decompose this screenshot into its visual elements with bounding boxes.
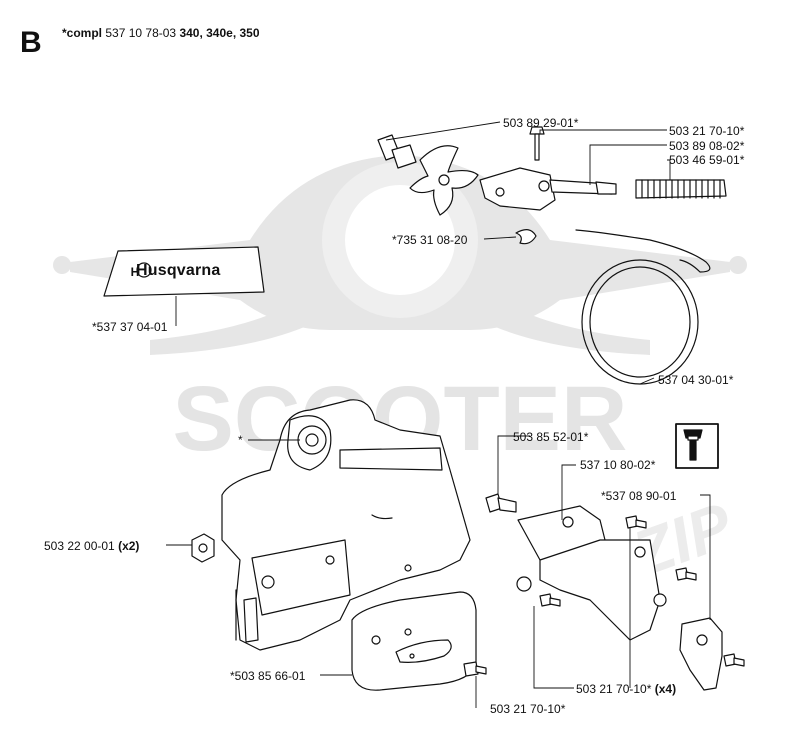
callout-503-22-00-01-number: 503 22 00-01 xyxy=(44,539,115,553)
callout-503-22-00-01-qty: (x2) xyxy=(118,539,140,553)
chain-catcher-537-08-90-01 xyxy=(679,617,723,691)
callout-537-04-30-01: 537 04 30-01* xyxy=(658,373,734,387)
callout-503-89-08-02: 503 89 08-02* xyxy=(669,139,745,153)
leader-lines xyxy=(166,121,711,708)
husqvarna-crown-icon: H xyxy=(131,265,140,279)
husqvarna-brand-text: Husqvarna xyxy=(136,262,221,279)
callout-503-21-70-10-x4-qty: (x4) xyxy=(654,682,677,696)
callout-537-08-90-01: *537 08 90-01 xyxy=(601,489,677,503)
bolt-503-85-52-01 xyxy=(485,493,517,513)
callout-503-85-66-01: *503 85 66-01 xyxy=(230,669,306,683)
callout-735-31-08-20: *735 31 08-20 xyxy=(392,233,468,247)
husqvarna-logo-icon xyxy=(136,262,152,278)
assembly-header: *compl 537 10 78-03 340, 340e, 350 xyxy=(62,26,260,40)
callout-503-85-52-01: 503 85 52-01* xyxy=(513,430,589,444)
models: 340, 340e, 350 xyxy=(179,26,260,40)
wrench-icon xyxy=(675,423,719,469)
brake-lever-assembly xyxy=(377,126,727,216)
callout-503-22-00-01: 503 22 00-01 (x2) xyxy=(44,539,139,553)
callout-asterisk: * xyxy=(238,433,243,447)
callout-537-10-80-02: 537 10 80-02* xyxy=(580,458,656,472)
clutch-cover xyxy=(221,399,471,651)
screw-503-21-70-10-bottom xyxy=(463,661,487,677)
callout-503-21-70-10-bottom: 503 21 70-10* xyxy=(490,702,566,716)
callout-503-89-29-01: 503 89 29-01* xyxy=(503,116,579,130)
section-letter: B xyxy=(20,26,42,59)
compl-prefix: *compl xyxy=(62,26,103,40)
svg-text:H: H xyxy=(131,265,140,279)
screws-503-21-70-10-x4 xyxy=(539,515,745,667)
callout-503-21-70-10-x4-number: 503 21 70-10* xyxy=(576,682,652,696)
plate-503-85-66-01 xyxy=(351,591,477,691)
callout-537-37-04-01: *537 37 04-01 xyxy=(92,320,168,334)
callout-503-21-70-10-top: 503 21 70-10* xyxy=(669,124,745,138)
decal-537-37-04-01 xyxy=(103,246,265,297)
compl-number: 537 10 78-03 xyxy=(105,26,177,40)
spring-503-46-59-01 xyxy=(635,179,727,199)
callout-503-46-59-01: 503 46 59-01* xyxy=(669,153,745,167)
clip-735-31-08-20 xyxy=(515,229,537,245)
callout-503-21-70-10-x4: 503 21 70-10* (x4) xyxy=(576,682,676,696)
